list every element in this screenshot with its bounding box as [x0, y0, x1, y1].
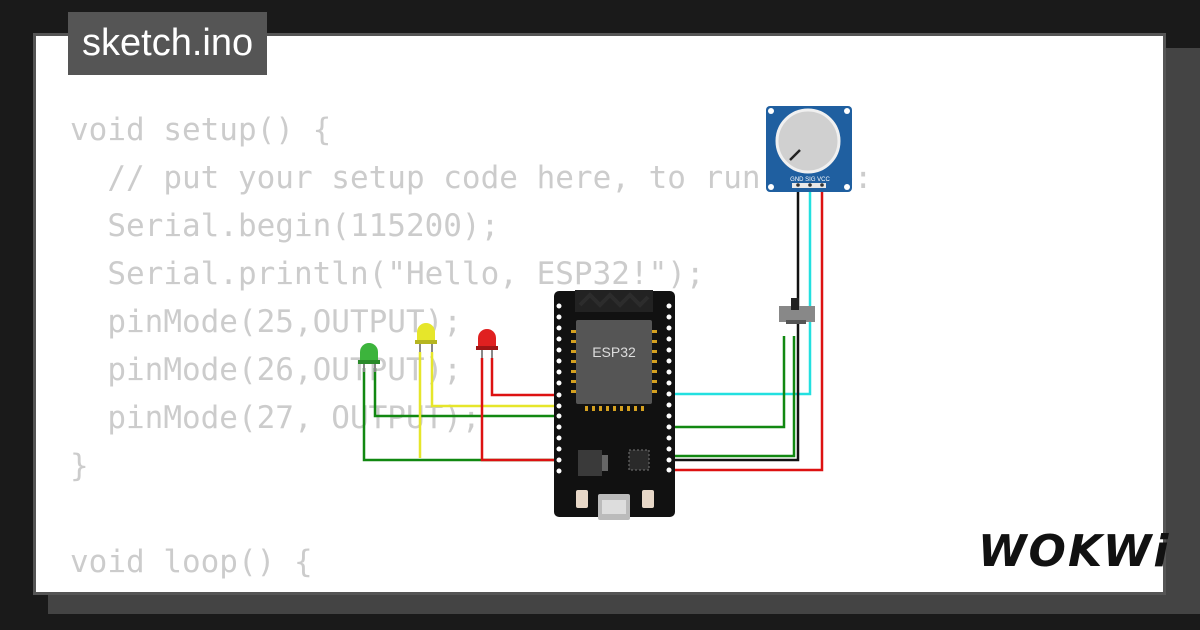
- esp32-board[interactable]: ESP32: [554, 290, 675, 520]
- wire-switch-a[interactable]: [668, 336, 786, 429]
- wires: [362, 184, 824, 472]
- file-tab-label: sketch.ino: [82, 22, 254, 64]
- module-pads: [571, 330, 657, 411]
- led-yellow[interactable]: [415, 323, 437, 352]
- code-line: }: [70, 448, 89, 484]
- usb-chip: [628, 449, 650, 471]
- boot-button[interactable]: [576, 490, 588, 508]
- code-line: void setup() {: [70, 112, 332, 148]
- wire-pot-gnd[interactable]: [668, 184, 800, 462]
- header-pins-right[interactable]: [666, 303, 672, 473]
- wire-yellow-led-anode[interactable]: [430, 352, 562, 408]
- led-red[interactable]: [476, 329, 498, 358]
- potentiometer[interactable]: GND SIG VCC: [766, 106, 852, 192]
- code-line: Serial.println("Hello, ESP32!");: [70, 256, 705, 292]
- code-editor[interactable]: void setup() { // put your setup code he…: [70, 106, 966, 592]
- wokwi-logo: WOKWi: [978, 526, 1171, 577]
- voltage-regulator: [578, 450, 602, 476]
- led-green[interactable]: [358, 343, 380, 372]
- wire-pot-vcc[interactable]: [668, 184, 824, 472]
- en-button[interactable]: [642, 490, 654, 508]
- code-line: Serial.begin(115200);: [70, 208, 500, 244]
- code-line: pinMode(27, OUTPUT);: [70, 400, 481, 436]
- slide-switch[interactable]: [779, 298, 815, 324]
- code-line: pinMode(25,OUTPUT);: [70, 304, 462, 340]
- header-pins-left[interactable]: [556, 303, 562, 474]
- wire-green-led-cathode[interactable]: [362, 368, 560, 462]
- wire-pot-signal[interactable]: [668, 184, 812, 396]
- chip-label: ESP32: [592, 344, 636, 360]
- code-line: pinMode(26,OUTPUT);: [70, 352, 462, 388]
- pot-pin-labels: GND SIG VCC: [790, 177, 830, 183]
- esp32-module: [576, 320, 652, 404]
- file-tab[interactable]: sketch.ino: [68, 12, 268, 75]
- code-line: void loop() {: [70, 544, 313, 580]
- wire-red-led-anode[interactable]: [490, 358, 562, 397]
- wire-green-led-anode[interactable]: [373, 368, 562, 418]
- wire-red-led-cathode[interactable]: [480, 358, 560, 462]
- wire-switch-b[interactable]: [668, 336, 796, 458]
- pot-knob[interactable]: [775, 108, 841, 174]
